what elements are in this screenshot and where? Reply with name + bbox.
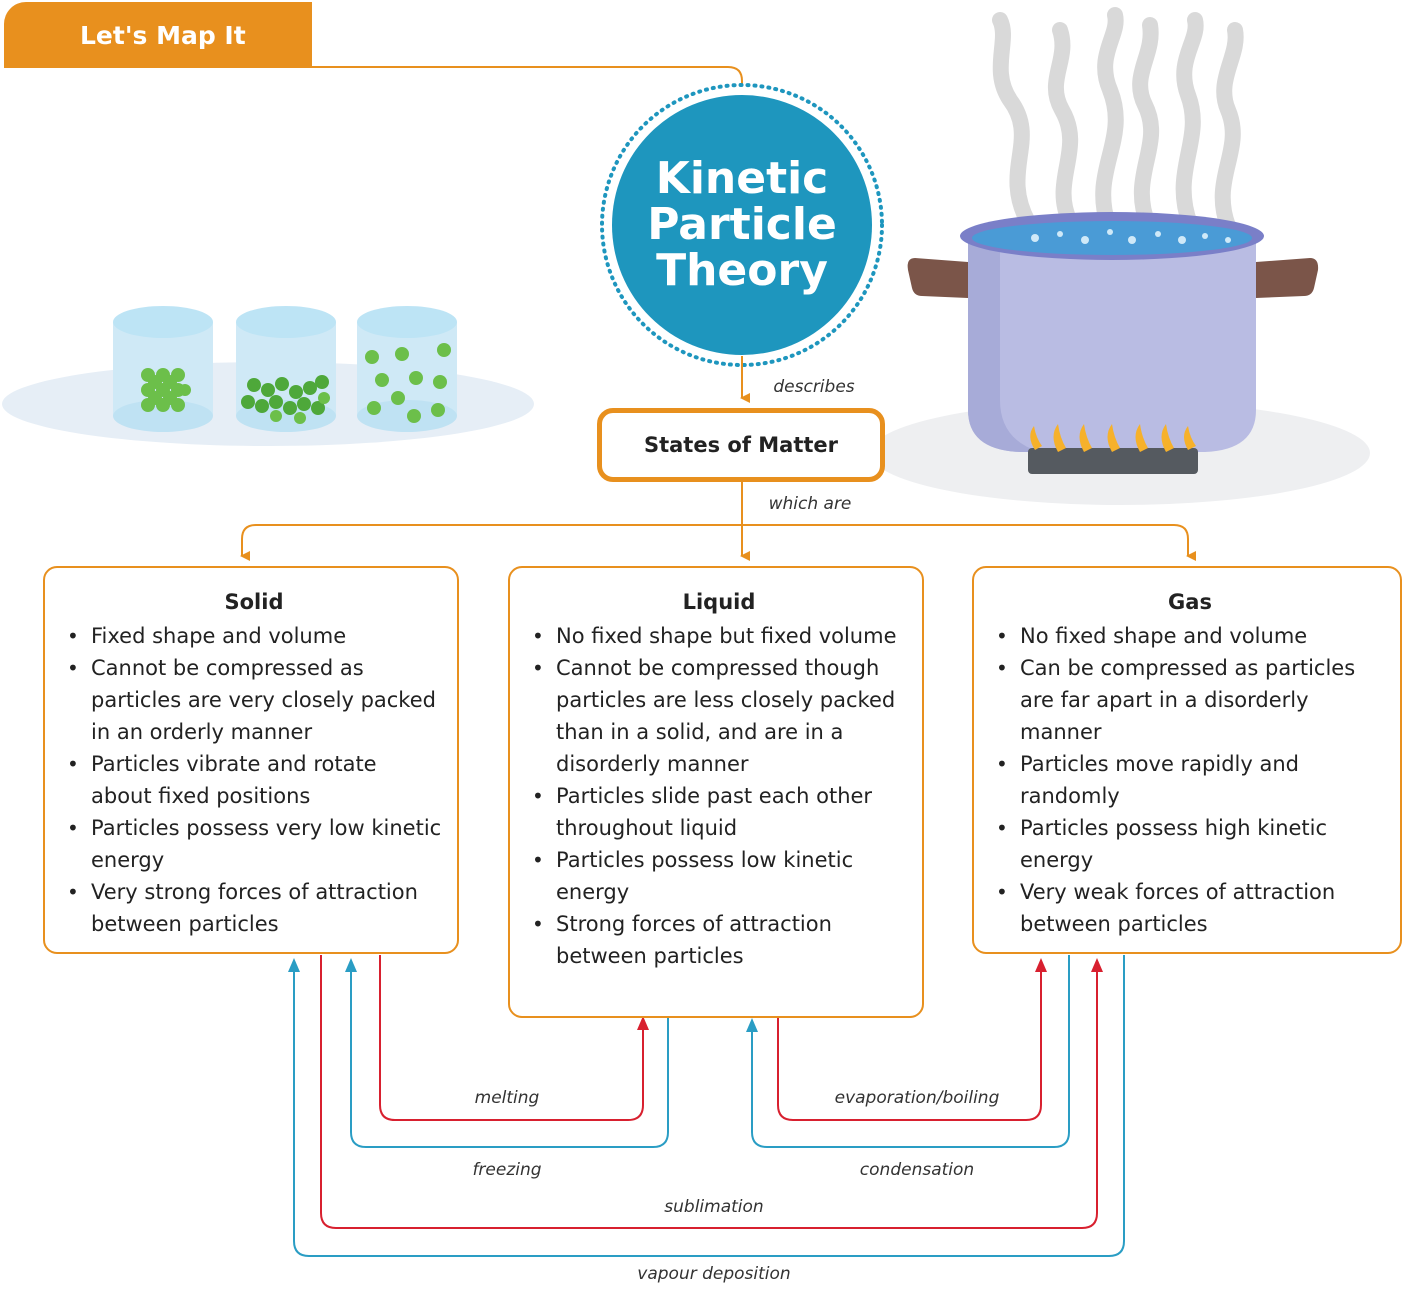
liquid-point: Strong forces of attraction between part…: [530, 908, 908, 972]
boiling-pot-illustration: [870, 7, 1370, 505]
kpt-title-line-3: Theory: [656, 245, 828, 296]
solid-title: Solid: [224, 590, 284, 614]
liquid-point: Particles slide past each other througho…: [530, 780, 908, 844]
gas-point: No fixed shape and volume: [994, 620, 1386, 652]
solid-point: Particles vibrate and rotate about fixed…: [65, 748, 443, 812]
gas-point: Particles possess high kinetic energy: [994, 812, 1386, 876]
states-of-matter-node: States of Matter: [597, 408, 885, 482]
liquid-point: Cannot be compressed though particles ar…: [530, 652, 908, 780]
liquid-point: No fixed shape but fixed volume: [530, 620, 908, 652]
particle-beakers-illustration: [2, 306, 534, 446]
lets-map-it-label: Let's Map It: [80, 20, 246, 50]
gas-node: Gas No fixed shape and volume Can be com…: [972, 566, 1402, 954]
kinetic-particle-theory-node: Kinetic Particle Theory: [600, 83, 884, 367]
label-condensation: condensation: [859, 1160, 975, 1180]
solid-point: Very strong forces of attraction between…: [65, 876, 443, 940]
solid-points: Fixed shape and volume Cannot be compres…: [65, 620, 443, 940]
states-of-matter-label: States of Matter: [643, 433, 839, 457]
gas-title: Gas: [1168, 590, 1212, 614]
solid-point: Cannot be compressed as particles are ve…: [65, 652, 443, 748]
gas-point: Particles move rapidly and randomly: [994, 748, 1386, 812]
lets-map-it-tab: Let's Map It: [4, 2, 312, 68]
liquid-node: Liquid No fixed shape but fixed volume C…: [508, 566, 924, 1018]
label-sublimation: sublimation: [664, 1197, 764, 1217]
kpt-circle-shape: [612, 95, 872, 355]
label-evaporation-boiling: evaporation/boiling: [834, 1088, 1000, 1108]
solid-point: Particles possess very low kinetic energ…: [65, 812, 443, 876]
label-freezing: freezing: [472, 1160, 542, 1180]
header-connector: [312, 66, 743, 86]
transition-arrows: [288, 955, 1125, 1257]
solid-node: Solid Fixed shape and volume Cannot be c…: [43, 566, 459, 954]
kpt-title-line-1: Kinetic: [655, 153, 829, 204]
liquid-title: Liquid: [682, 590, 756, 614]
link-label-describes: describes: [773, 377, 855, 397]
liquid-points: No fixed shape but fixed volume Cannot b…: [530, 620, 908, 972]
label-melting: melting: [474, 1088, 540, 1108]
link-label-which-are: which are: [768, 494, 852, 514]
gas-points: No fixed shape and volume Can be compres…: [994, 620, 1386, 940]
kpt-title-line-2: Particle: [647, 199, 837, 250]
gas-point: Can be compressed as particles are far a…: [994, 652, 1386, 748]
liquid-point: Particles possess low kinetic energy: [530, 844, 908, 908]
solid-point: Fixed shape and volume: [65, 620, 443, 652]
label-vapour-deposition: vapour deposition: [637, 1264, 791, 1284]
gas-point: Very weak forces of attraction between p…: [994, 876, 1386, 940]
